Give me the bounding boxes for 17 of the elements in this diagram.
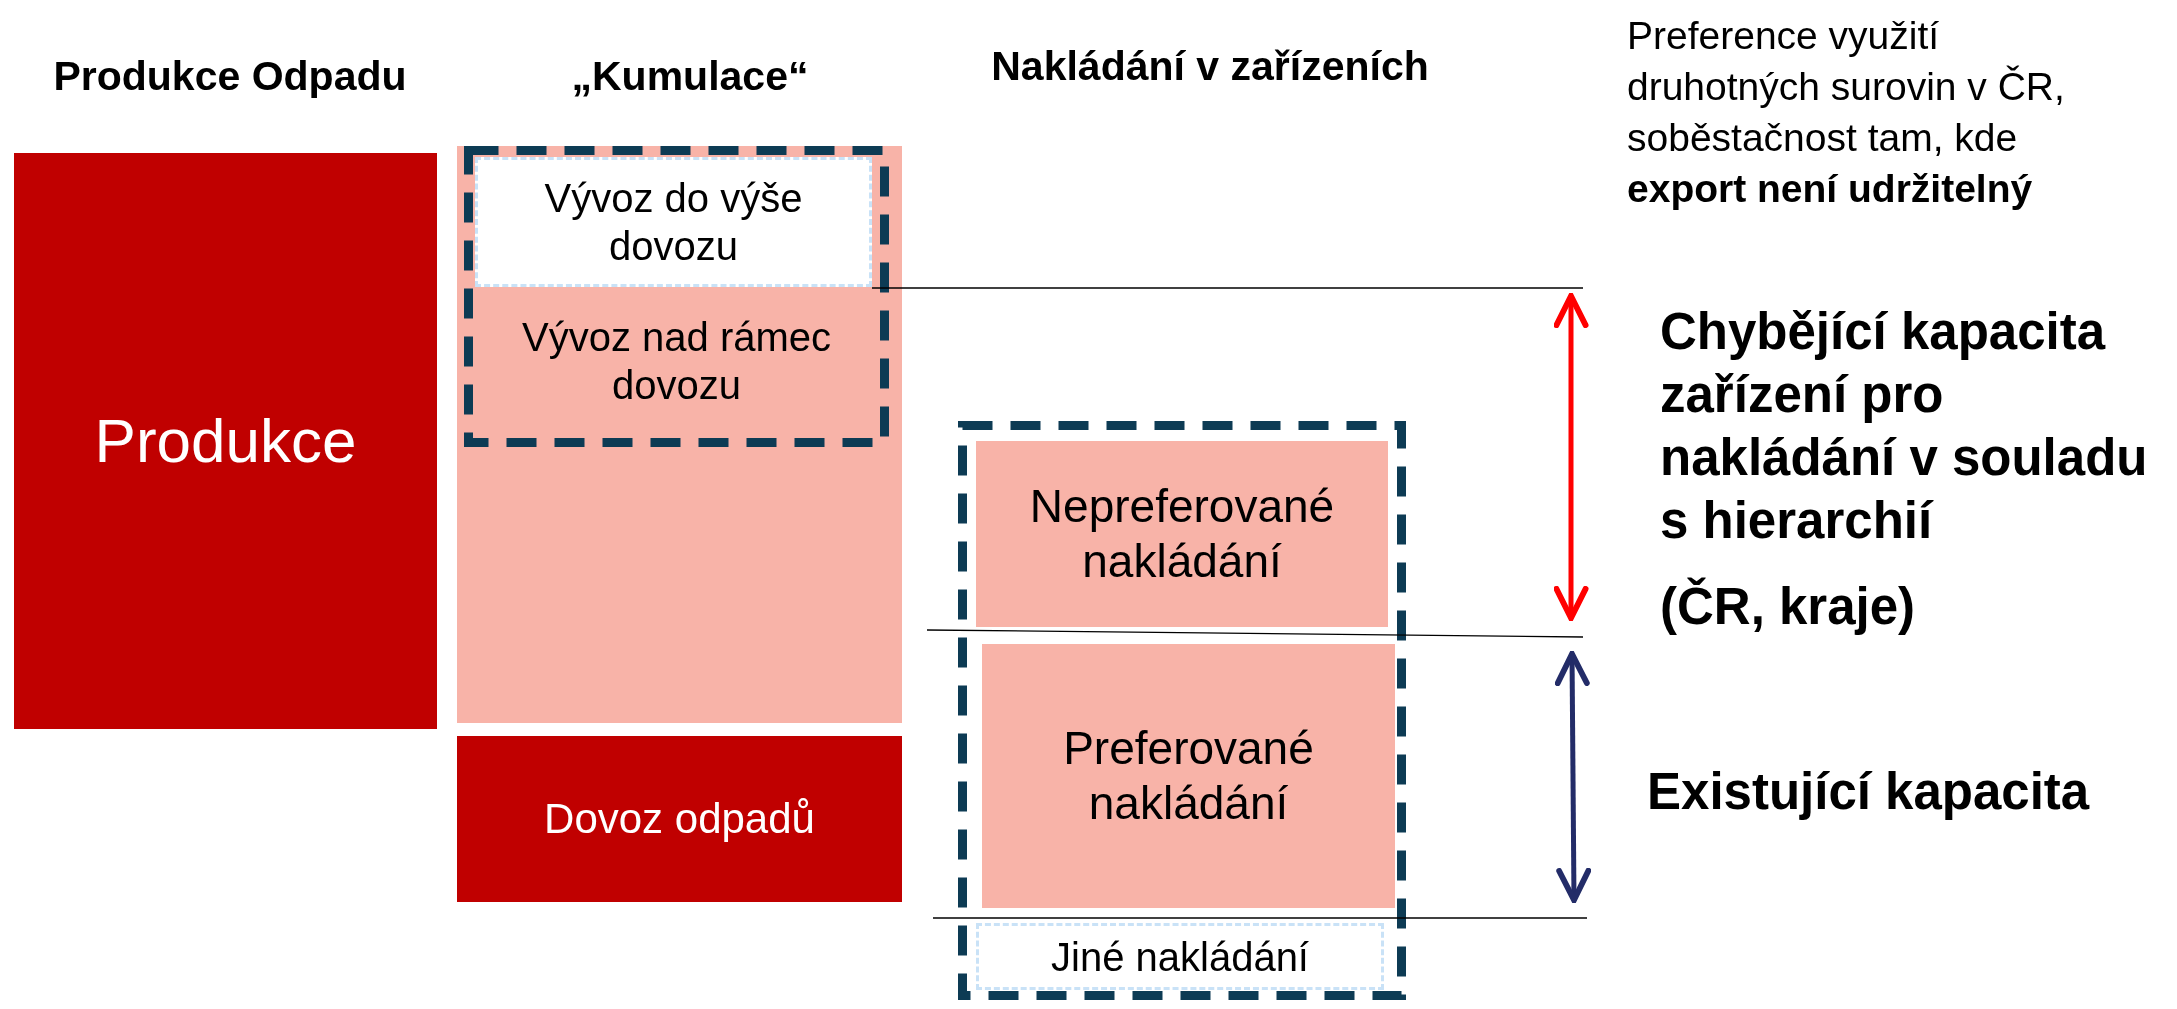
category-block: Vývoz do výše dovozu: [475, 157, 872, 287]
block-label: Vývoz nad rámec dovozu: [521, 314, 832, 409]
category-block: Produkce: [14, 153, 437, 729]
capacity-label: Existující kapacita: [1647, 762, 2091, 822]
category-block: Preferované nakládání: [982, 644, 1395, 908]
column-heading: Produkce Odpadu: [52, 52, 408, 101]
category-block: Nepreferované nakládání: [976, 441, 1388, 627]
dashed-group-frame: [464, 146, 889, 447]
category-block: [457, 146, 902, 723]
column-heading: „Kumulace“: [570, 52, 810, 101]
category-block: Dovoz odpadů: [457, 736, 902, 902]
category-block: Jiné nakládání: [976, 923, 1384, 990]
capacity-label: (ČR, kraje): [1660, 576, 1917, 637]
capacity-label: Chybějící kapacita zařízení pro nakládání v souladu s hierarchií: [1660, 302, 2149, 551]
column-heading: Nakládání v zařízeních: [990, 42, 1430, 91]
dashed-group-frame: [958, 421, 1406, 1000]
note-text: Preference využití druhotných surovin v ČR, soběstačnost tam, kde export není udržitelný: [1627, 13, 2066, 212]
